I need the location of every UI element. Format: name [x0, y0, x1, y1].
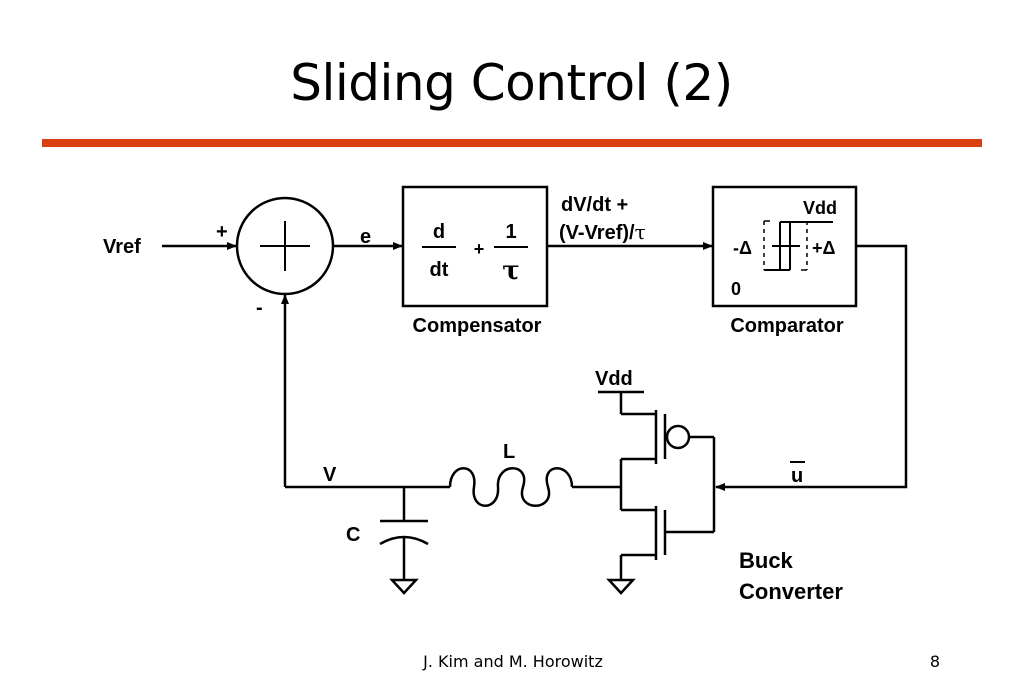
compensator-caption: Compensator	[413, 315, 542, 337]
title-divider	[42, 139, 982, 147]
comp-tau: τ	[502, 256, 520, 286]
error-label: e	[360, 226, 371, 248]
buck-label-line1: Buck	[739, 548, 794, 573]
summer-plus-label: +	[216, 221, 228, 243]
capacitor-label: C	[346, 524, 360, 546]
comp-dt: dt	[430, 259, 449, 281]
summer-minus-label: -	[256, 297, 263, 319]
comp-plus: +	[474, 239, 485, 259]
summing-junction	[235, 196, 335, 296]
u-label: u	[791, 465, 803, 487]
comparator-caption: Comparator	[730, 315, 844, 337]
signal-label-line1: dV/dt +	[561, 194, 628, 216]
comparator-pos-delta: +Δ	[812, 238, 836, 258]
comparator-vdd: Vdd	[803, 198, 837, 218]
slide-title: Sliding Control (2)	[290, 54, 733, 112]
comp-one: 1	[505, 221, 516, 243]
v-label: V	[323, 464, 337, 486]
buck-label-line2: Converter	[739, 579, 843, 604]
output-network	[285, 467, 621, 595]
vref-label: Vref	[103, 236, 141, 258]
hysteresis-symbol	[763, 220, 833, 271]
footer-author: J. Kim and M. Horowitz	[423, 652, 603, 671]
signal-label-line2: (V-Vref)/τ	[559, 220, 646, 244]
comparator-zero: 0	[731, 279, 741, 299]
buck-vdd-label: Vdd	[595, 368, 633, 390]
comparator-output-wire	[715, 244, 908, 491]
comp-d: d	[433, 221, 445, 243]
comparator-neg-delta: -Δ	[733, 238, 752, 258]
buck-converter	[598, 390, 716, 595]
page-number: 8	[929, 652, 941, 671]
inductor-label: L	[503, 441, 515, 463]
